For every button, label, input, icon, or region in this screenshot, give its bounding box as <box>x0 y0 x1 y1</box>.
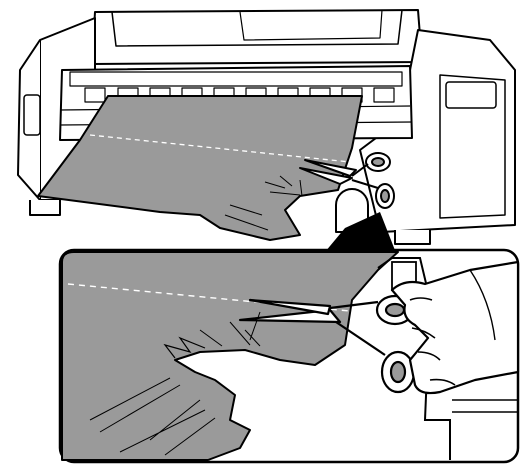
illustration-canvas <box>0 0 522 468</box>
paper-jam-illustration <box>0 0 522 468</box>
